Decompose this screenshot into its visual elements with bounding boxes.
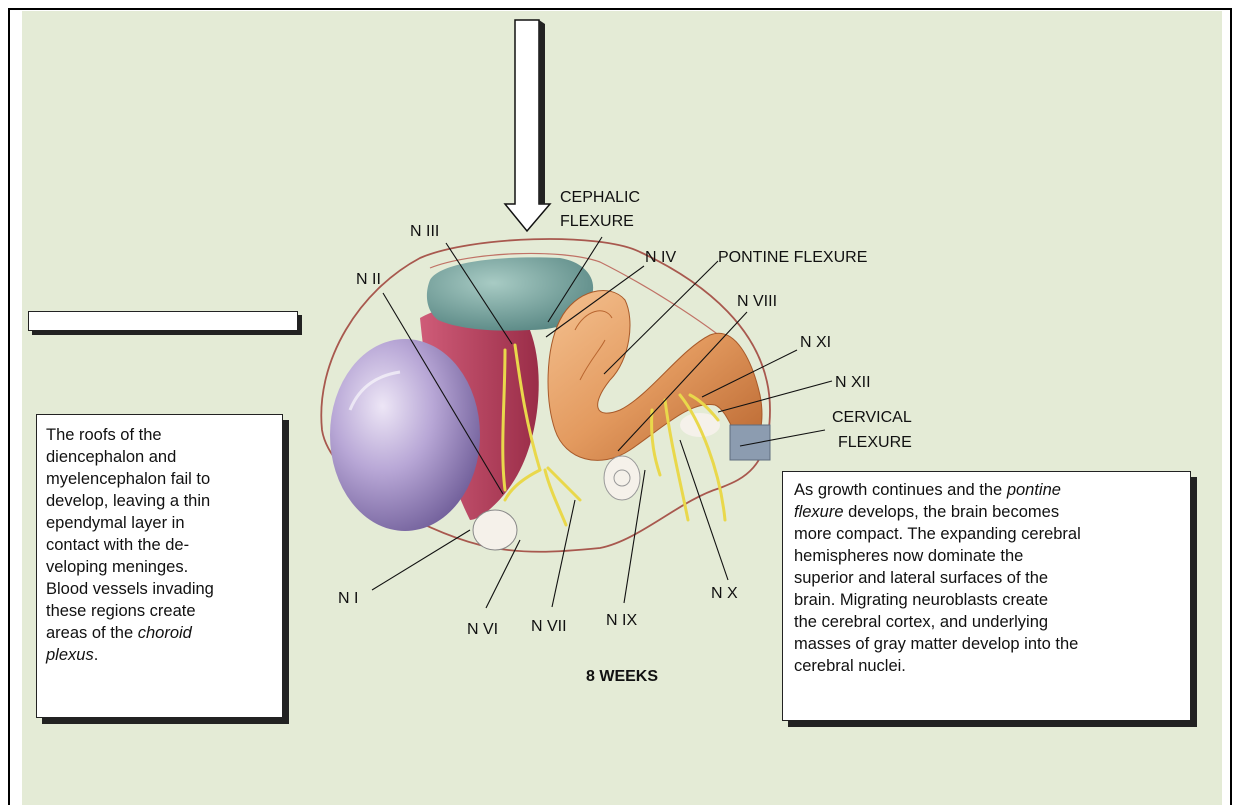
label-n-x: N X [711, 585, 738, 602]
cerebral-hemisphere [330, 339, 480, 531]
label-n-iii: N III [410, 223, 439, 240]
spinal-cord [730, 425, 770, 460]
label-pontine-flexure: PONTINE FLEXURE [718, 249, 867, 266]
note-box-growth: As growth continues and the pontine flex… [782, 471, 1191, 721]
label-n-i: N I [338, 590, 358, 607]
otic-structure [604, 456, 640, 500]
label-8-weeks: 8 WEEKS [586, 668, 658, 685]
label-n-iv: N IV [645, 249, 676, 266]
optic-structure [473, 510, 517, 550]
note-left-text: The roofs of the diencephalon and myelen… [46, 426, 214, 642]
label-n-ix: N IX [606, 612, 637, 629]
label-n-xii: N XII [835, 374, 871, 391]
label-cervical-flexure-line2: FLEXURE [838, 434, 912, 451]
note-right-text-a: As growth continues and the [794, 481, 1007, 499]
note-left-end: . [94, 646, 99, 664]
note-right-text-b: develops, the brain becomes more compact… [794, 503, 1081, 675]
label-n-xi: N XI [800, 334, 831, 351]
label-cephalic-flexure-line1: CEPHALIC [560, 189, 640, 206]
down-arrow-icon [505, 20, 550, 231]
note-box-roofs: The roofs of the diencephalon and myelen… [36, 414, 283, 718]
label-n-viii: N VIII [737, 293, 777, 310]
label-n-vii: N VII [531, 618, 567, 635]
label-n-vi: N VI [467, 621, 498, 638]
label-cephalic-flexure-line2: FLEXURE [560, 213, 634, 230]
label-cervical-flexure-line1: CERVICAL [832, 409, 912, 426]
label-n-ii: N II [356, 271, 381, 288]
